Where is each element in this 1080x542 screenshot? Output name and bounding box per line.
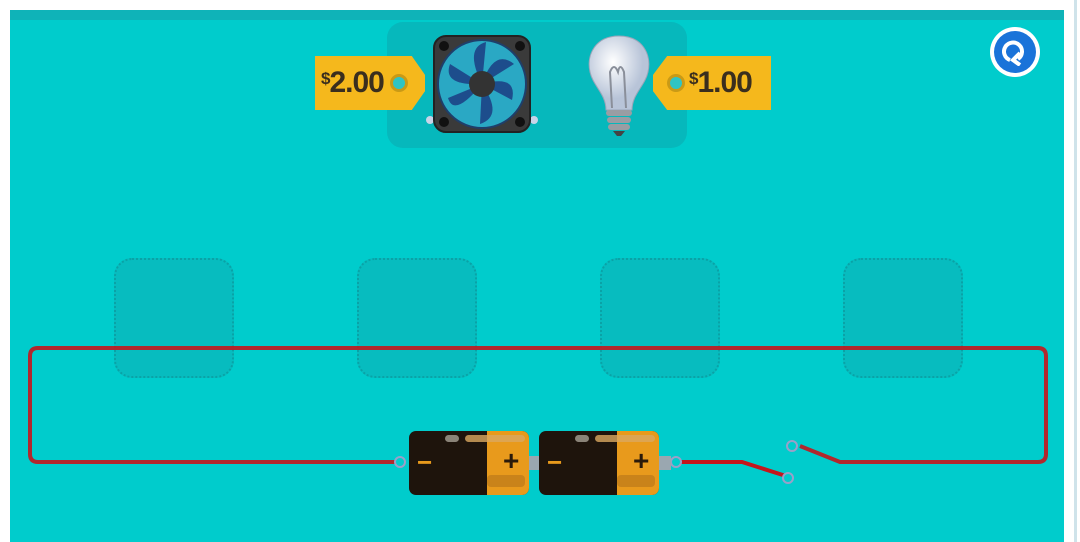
battery-connector — [659, 456, 671, 470]
positive-terminal-label: + — [503, 445, 520, 476]
positive-terminal-label: + — [633, 445, 650, 476]
component-slot-2[interactable] — [357, 258, 477, 378]
currency-symbol: $ — [321, 69, 331, 88]
circuit — [28, 346, 1048, 484]
reset-icon — [1002, 40, 1024, 66]
component-slot-1[interactable] — [114, 258, 234, 378]
battery-2[interactable]: − + — [539, 431, 659, 495]
top-strip — [10, 10, 1064, 20]
light-bulb-item[interactable] — [584, 32, 654, 142]
bulb-price: 1.00 — [697, 66, 752, 99]
fan-price-tag: $2.00 — [315, 56, 425, 110]
wire — [28, 346, 1048, 464]
reset-button[interactable] — [990, 27, 1040, 77]
scrollbar[interactable] — [1074, 0, 1077, 542]
negative-terminal-label: − — [547, 447, 563, 477]
battery-1[interactable]: − + — [409, 431, 529, 495]
battery-connector — [529, 456, 539, 470]
currency-symbol: $ — [689, 69, 699, 88]
component-slot-4[interactable] — [843, 258, 963, 378]
fan-price: 2.00 — [329, 66, 384, 99]
component-slot-3[interactable] — [600, 258, 720, 378]
negative-terminal-label: − — [417, 447, 433, 477]
switch-terminal — [782, 472, 794, 484]
game-canvas: $2.00 $1.00 — [10, 10, 1064, 542]
wire — [678, 460, 787, 478]
switch-terminal — [786, 440, 798, 452]
tag-hole — [389, 74, 408, 92]
fan-item[interactable] — [424, 34, 540, 134]
switch[interactable] — [775, 435, 805, 485]
bulb-price-tag: $1.00 — [653, 56, 771, 110]
tag-hole — [667, 74, 685, 92]
